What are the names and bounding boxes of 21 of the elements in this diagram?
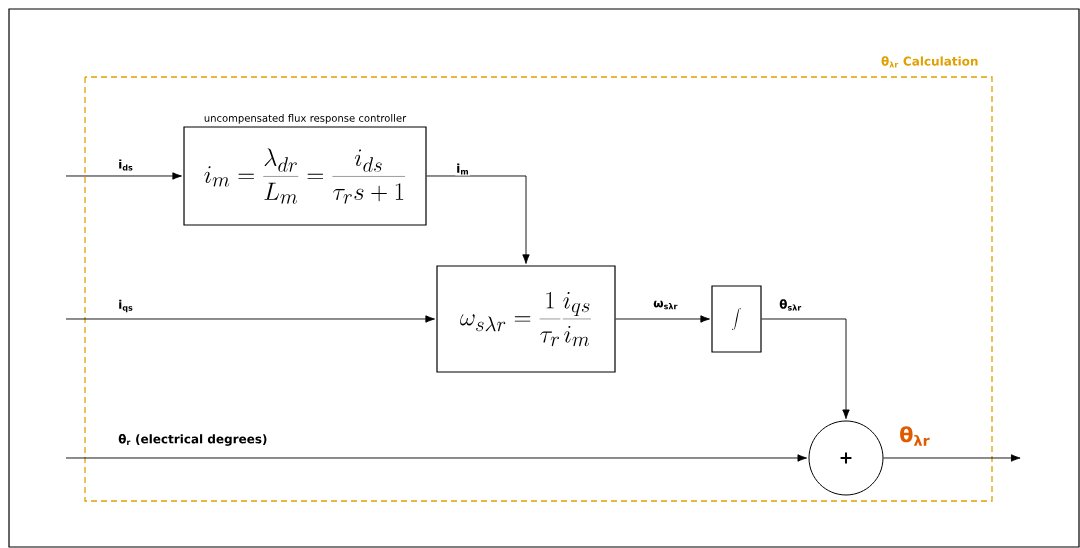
signal-label: i$_{qs}$ [117, 298, 135, 314]
arrow [65, 315, 435, 323]
arrow [615, 315, 710, 323]
signal-label: θ$_{λr}$ [898, 425, 932, 447]
block-box: $\int$ [711, 285, 762, 353]
arrow [883, 454, 1021, 462]
block-caption: uncompensated flux response controller [204, 114, 407, 124]
block-box: $\omega_{s\lambda r} = \frac{1}{\tau_r}\frac{i_{qs}}{i_m}$ [436, 265, 616, 373]
signal-label: i$_{m}$ [455, 162, 471, 176]
block-box: $i_m = \frac{\lambda_{dr}}{L_m} = \frac{i_{ds}}{\tau_r s + 1}$ [183, 126, 427, 226]
signal-label: ω$_{sλr}$ [652, 299, 679, 311]
arrow [65, 454, 808, 462]
arrow [426, 175, 530, 264]
summing-junction: + [808, 420, 884, 496]
group-box [84, 76, 993, 502]
arrow [65, 172, 182, 180]
signal-label: i$_{ds}$ [117, 158, 135, 172]
signal-label: θ$_{r}$ (electrical degrees) [117, 433, 269, 447]
signal-label: θ$_{sλr}$ [778, 298, 803, 312]
group-heading: θ$_{λr}$ Calculation [881, 56, 978, 68]
arrow [761, 318, 850, 420]
